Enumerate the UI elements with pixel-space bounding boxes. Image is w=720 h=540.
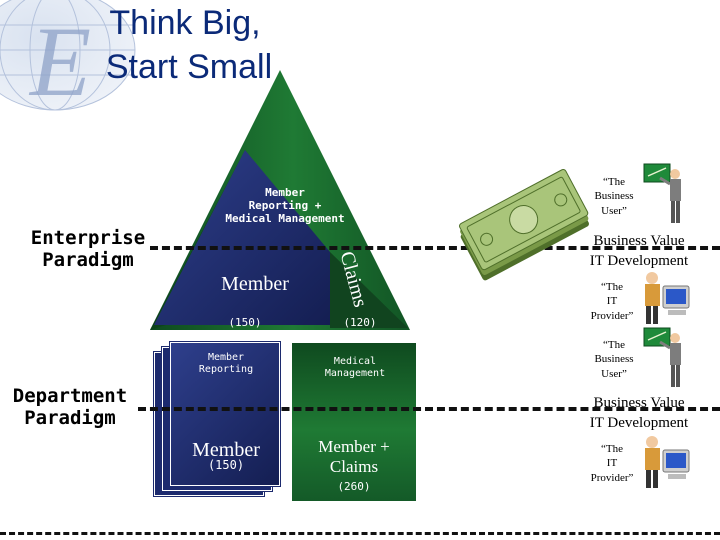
- member-claims-label: Member + Claims: [298, 437, 410, 478]
- user-quote-top-line2: Business: [594, 190, 634, 203]
- member-claims-line1: Member +: [318, 437, 390, 456]
- bv-top-line2: IT Development: [589, 252, 689, 269]
- medical-management-box: [292, 343, 416, 501]
- member-claims-line2: Claims: [329, 457, 379, 477]
- slide-title-line1: Think Big,: [109, 4, 261, 42]
- apex-line-3: Medical Management: [225, 212, 345, 226]
- dept-member-count: (150): [207, 458, 245, 472]
- provider-quote-bottom-line3: Provider”: [590, 471, 634, 484]
- user-quote-top-line3: User”: [601, 204, 627, 217]
- apex-line-1: Member: [265, 186, 305, 199]
- provider-quote-top-line3: Provider”: [590, 309, 634, 322]
- business-user-quote-bottom: “The Business User”: [584, 338, 644, 381]
- svg-text:E: E: [28, 6, 91, 117]
- medical-management-label: Medical Management: [300, 356, 410, 380]
- enterprise-pyramid: [150, 70, 410, 330]
- member-claims-count: (260): [337, 480, 371, 493]
- slide-title-line2: Start Small: [105, 48, 273, 86]
- member-stack-card-front: [170, 342, 280, 486]
- pyramid-claims-count: (120): [343, 316, 377, 329]
- medical-management-line2: Management: [324, 368, 386, 379]
- user-quote-bottom-line3: User”: [601, 367, 627, 380]
- user-quote-top-line1: “The: [603, 176, 625, 188]
- provider-quote-bottom-line2: IT: [606, 457, 618, 470]
- member-reporting-line2: Reporting: [198, 364, 254, 375]
- member-reporting-label: Member Reporting: [178, 352, 274, 376]
- business-user-icon: [643, 163, 681, 223]
- member-reporting-line1: Member: [207, 352, 245, 363]
- user-quote-bottom-line1: “The: [603, 339, 625, 351]
- business-value-bottom: Business Value IT Development: [572, 394, 706, 433]
- provider-quote-top-line1: “The: [601, 281, 623, 293]
- bv-bottom-line2: IT Development: [589, 414, 689, 431]
- pyramid-member-count: (150): [228, 316, 262, 329]
- company-logo: E: [0, 0, 136, 117]
- it-provider-icon-bottom: [645, 436, 690, 488]
- enterprise-paradigm-label: Enterprise Paradigm: [18, 227, 158, 272]
- department-label-line1: Department: [12, 385, 128, 407]
- enterprise-divider: [150, 246, 720, 250]
- bottom-border: [0, 532, 720, 535]
- enterprise-label-line1: Enterprise: [30, 227, 146, 249]
- money-icon: [459, 169, 589, 281]
- department-label-line2: Paradigm: [24, 406, 116, 429]
- pyramid-member-section: [154, 150, 330, 325]
- pyramid-claims-section: [330, 252, 408, 328]
- it-provider-quote-top: “The IT Provider”: [582, 280, 642, 323]
- business-user-icon-bottom: [643, 327, 681, 387]
- business-value-top: Business Value IT Development: [572, 232, 706, 271]
- provider-quote-top-line2: IT: [606, 295, 618, 308]
- department-paradigm-label: Department Paradigm: [0, 385, 140, 430]
- dept-member-label: Member: [192, 439, 260, 461]
- business-user-quote-top: “The Business User”: [584, 175, 644, 218]
- medical-management-line1: Medical: [333, 356, 377, 367]
- provider-quote-bottom-line1: “The: [601, 443, 623, 455]
- pyramid-member-label: Member: [221, 273, 289, 295]
- it-provider-quote-bottom: “The IT Provider”: [582, 442, 642, 485]
- bv-bottom-line1: Business Value: [593, 395, 685, 411]
- user-quote-bottom-line2: Business: [594, 353, 634, 366]
- pyramid-apex-text: Member Reporting + Medical Management: [205, 186, 365, 226]
- apex-line-2: Reporting +: [248, 199, 322, 213]
- enterprise-label-line2: Paradigm: [42, 248, 134, 271]
- it-provider-icon: [645, 272, 690, 324]
- bv-top-line1: Business Value: [593, 233, 685, 249]
- department-divider: [138, 407, 720, 411]
